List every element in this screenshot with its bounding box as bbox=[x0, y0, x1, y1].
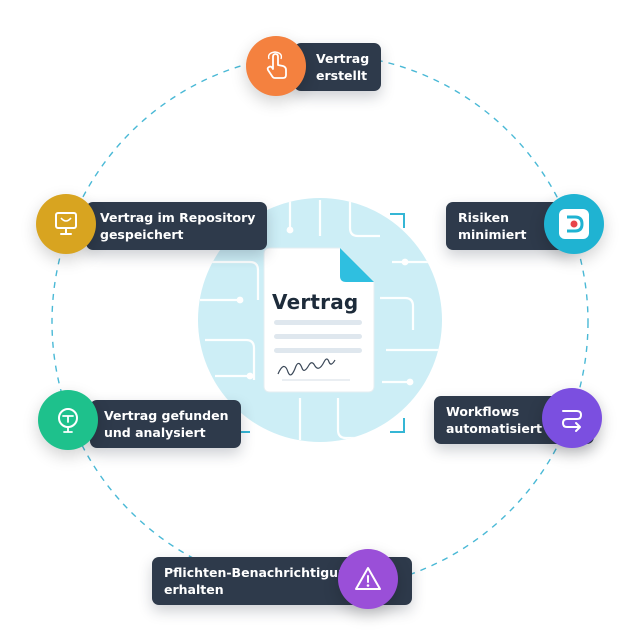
circuit-lines bbox=[200, 200, 440, 440]
step-node-repository[interactable] bbox=[36, 194, 96, 254]
step-node-pflichten[interactable] bbox=[338, 549, 398, 609]
contract-document bbox=[263, 247, 375, 393]
step-label-gefunden: Vertrag gefunden und analysiert bbox=[90, 400, 241, 448]
hand-pointer-icon bbox=[266, 51, 287, 79]
step-node-gefunden[interactable] bbox=[38, 390, 98, 450]
workflow-arrow-icon bbox=[561, 410, 583, 432]
step-label-repository: Vertrag im Repository gespeichert bbox=[86, 202, 268, 250]
step-node-workflows[interactable] bbox=[542, 388, 602, 448]
signature-mark bbox=[277, 358, 336, 376]
step-label-erstellt: Vertrag erstellt bbox=[294, 43, 382, 91]
step-node-risiken[interactable] bbox=[544, 194, 604, 254]
repository-monitor-icon bbox=[55, 212, 77, 235]
search-analyze-icon bbox=[58, 408, 78, 433]
warning-triangle-icon bbox=[355, 567, 381, 590]
document-title: Vertrag bbox=[272, 290, 359, 314]
circuit-nodes bbox=[236, 226, 414, 442]
step-node-erstellt[interactable] bbox=[246, 36, 306, 96]
app-logo-icon bbox=[559, 209, 589, 239]
